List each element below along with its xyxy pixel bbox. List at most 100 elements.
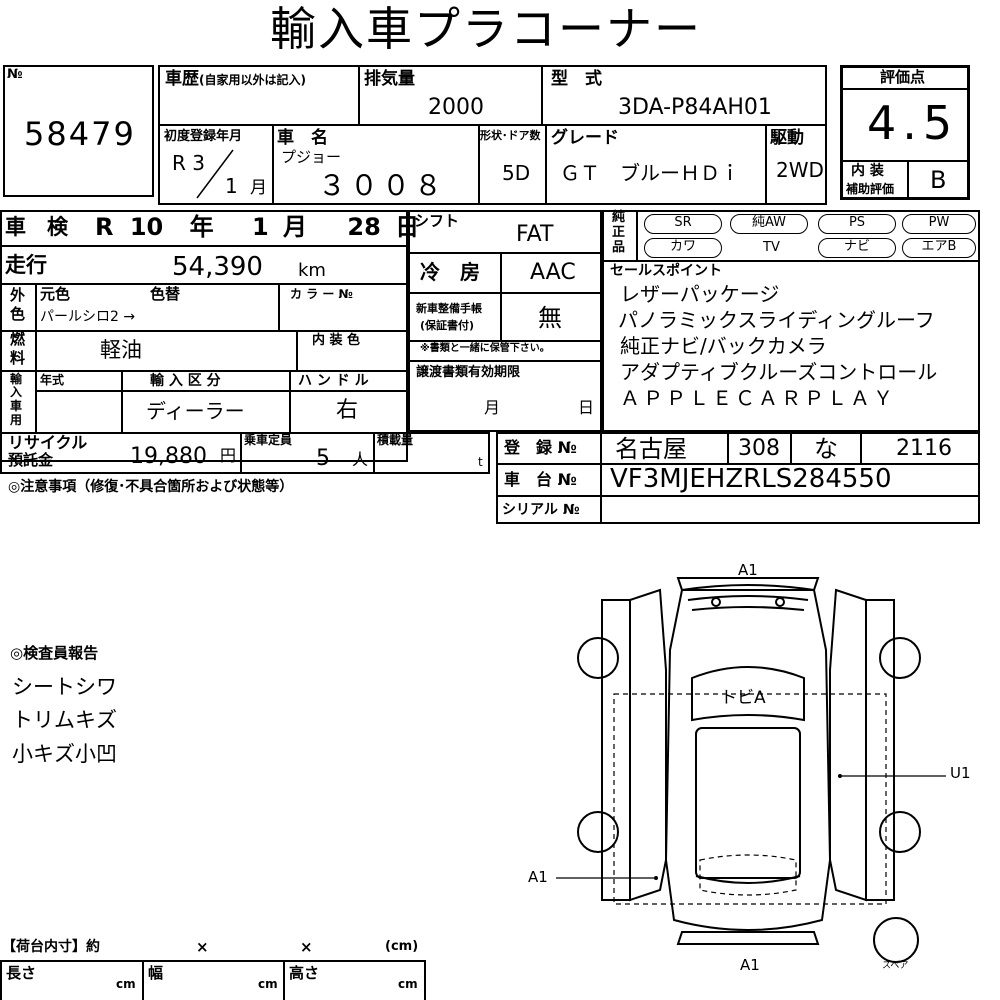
sales-point-3: 純正ナビ/バックカメラ — [620, 334, 827, 358]
mileage-label: 走行 — [5, 253, 47, 277]
import-label-3: 車 — [10, 399, 23, 413]
original-color-label: 元色 — [40, 285, 71, 303]
cargo-x1: × — [196, 938, 209, 956]
notes-label: ◎注意事項（修復･不具合箇所および状態等） — [8, 479, 294, 495]
fuel-label-1: 燃 — [10, 330, 26, 348]
capacity-unit: 人 — [352, 450, 369, 469]
color-value: パールシロ2 → — [40, 309, 136, 325]
option-leather: カワ — [644, 238, 722, 258]
model-code-value: 3DA-P84AH01 — [618, 95, 772, 120]
grade-label: グレード — [551, 128, 619, 148]
transfer-month: 月 — [484, 398, 501, 417]
cargo-length-cm: cm — [116, 977, 136, 991]
option-navi: ナビ — [818, 238, 896, 258]
lot-box — [3, 65, 154, 197]
manual-label-1: 新車整備手帳 — [416, 302, 482, 315]
drive-value: 2WD — [776, 158, 824, 182]
option-ps: PS — [818, 214, 896, 234]
recycle-label-1: リサイクル — [8, 433, 88, 452]
handle-value: 右 — [336, 398, 359, 423]
capacity-value: 5 — [316, 446, 330, 471]
inspector-label: ◎検査員報告 — [10, 644, 99, 662]
slash-line — [196, 149, 234, 199]
interior-score-label-1: 内 装 — [851, 163, 884, 179]
import-class-value: ディーラー — [146, 399, 245, 423]
option-pw: PW — [902, 214, 976, 234]
inspection-date: R 10 年 1 月 28 日 — [95, 213, 420, 241]
color-label-1: 外 — [10, 286, 26, 304]
body-label: 形状･ドア数 — [480, 129, 541, 142]
recycle-block — [0, 432, 490, 474]
recycle-label-2: 預託金 — [8, 451, 54, 469]
option-sr: SR — [644, 214, 722, 234]
changed-color-label: 色替 — [150, 285, 181, 303]
body-value: 5D — [502, 161, 531, 185]
registration-kana: な — [814, 435, 838, 463]
import-label-4: 用 — [10, 413, 23, 427]
fuel-value: 軽油 — [100, 338, 142, 362]
manual-note: ※書類と一緒に保管下さい。 — [420, 343, 550, 354]
sales-points-label: セールスポイント — [610, 263, 722, 279]
cargo-unit: (cm) — [385, 939, 419, 954]
option-tv: TV — [763, 240, 780, 255]
manual-label-2: (保証書付) — [420, 319, 475, 332]
color-label-2: 色 — [10, 305, 26, 323]
displacement-value: 2000 — [428, 95, 484, 120]
load-unit: t — [478, 455, 483, 469]
score-value: 4.5 — [867, 96, 959, 150]
chassis-label: 車 台 № — [504, 470, 577, 489]
inspection-block — [0, 210, 408, 462]
import-label-2: 入 — [10, 385, 23, 399]
inspector-item-2: トリムキズ — [12, 708, 117, 732]
shift-label: シフト — [414, 212, 460, 230]
transfer-day: 日 — [578, 398, 595, 417]
first-reg-month-unit: 月 — [250, 178, 267, 198]
cargo-x2: × — [300, 938, 313, 956]
lot-label: № — [7, 67, 23, 82]
chassis-value: VF3MJEHZRLS284550 — [610, 464, 892, 494]
interior-color-label: 内 装 色 — [312, 333, 361, 348]
cargo-table — [0, 960, 426, 1000]
car-name-value: ３００８ — [318, 169, 447, 202]
diagram-label-right: U1 — [950, 764, 971, 782]
genuine-label-1: 純 — [612, 210, 626, 225]
import-class-label: 輸 入 区 分 — [150, 373, 221, 389]
mileage-unit: km — [298, 260, 326, 281]
first-reg-label: 初度登録年月 — [164, 129, 243, 144]
genuine-label-2: 正 — [612, 225, 626, 240]
mileage-value: 54,390 — [172, 252, 263, 282]
load-label: 積載量 — [377, 433, 414, 447]
registration-block — [496, 432, 980, 524]
first-reg-era: R 3 — [172, 151, 205, 175]
option-airbag: エアB — [902, 238, 976, 258]
option-alloy-wheel: 純AW — [730, 214, 808, 234]
grade-value: ＧＴ ブルーＨＤｉ — [560, 161, 740, 185]
cargo-label: 【荷台内寸】約 — [2, 939, 100, 955]
drive-label: 駆動 — [770, 128, 804, 148]
cargo-length-label: 長さ — [6, 964, 37, 982]
sales-point-4: アダプティブクルーズコントロール — [620, 360, 938, 384]
model-year-label: 年式 — [40, 373, 65, 387]
inspector-item-3: 小キズ小凹 — [12, 742, 117, 766]
capacity-label: 乗車定員 — [244, 433, 293, 447]
car-maker: プジョー — [281, 148, 342, 166]
handle-label: ハ ン ド ル — [298, 373, 369, 389]
score-label: 評価点 — [880, 68, 926, 86]
fuel-label-2: 料 — [10, 349, 26, 367]
sales-point-5: ＡＰＰＬＥＣＡＲＰＬＡＹ — [620, 386, 896, 410]
page-title: 輸入車プラコーナー — [270, 2, 702, 56]
cargo-height-cm: cm — [398, 977, 418, 991]
first-reg-month: 1 — [225, 174, 238, 198]
displacement-label: 排気量 — [364, 69, 415, 89]
diagram-label-roof: トビA — [720, 688, 766, 708]
manual-value: 無 — [538, 304, 562, 332]
history-label: 車歴(自家用以外は記入) — [165, 69, 306, 89]
diagram-label-left: A1 — [528, 868, 548, 886]
inspector-item-1: シートシワ — [12, 675, 117, 699]
diagram-label-top: A1 — [738, 561, 758, 579]
interior-score-label-2: 補助評価 — [846, 182, 895, 196]
diagram-label-spare: スペア — [882, 961, 909, 971]
shift-block — [408, 210, 602, 432]
genuine-label-3: 品 — [612, 240, 626, 255]
serial-label: シリアル № — [502, 502, 580, 518]
